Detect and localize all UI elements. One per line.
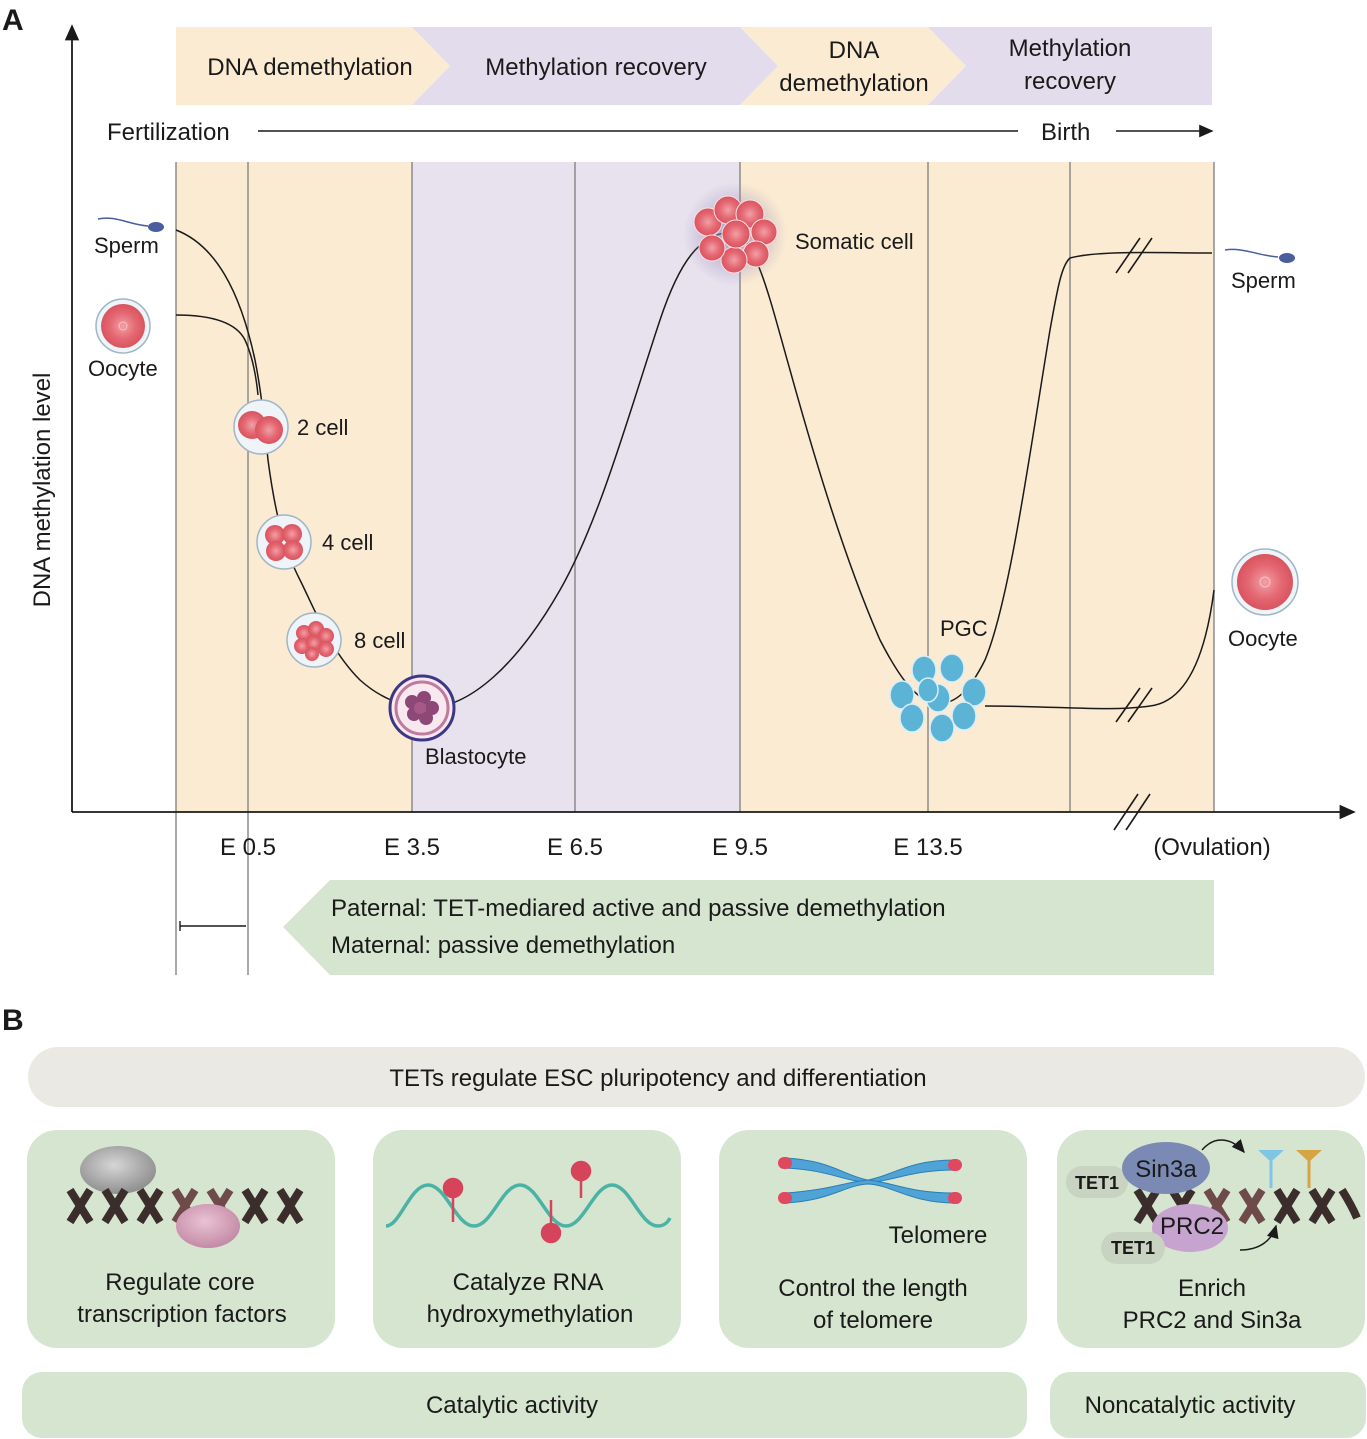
panel-b-header-bar <box>28 1047 1365 1107</box>
prc2-label: PRC2 <box>1160 1213 1224 1240</box>
box1-line1: Regulate core <box>105 1269 254 1296</box>
box2-line2: hydroxymethylation <box>427 1301 634 1328</box>
sin3a-arrow-icon <box>1201 1138 1245 1154</box>
blastocyte-icon <box>388 674 456 742</box>
tet1-bottom-label: TET1 <box>1111 1238 1155 1258</box>
cell2-label: 2 cell <box>297 415 348 440</box>
noncatalytic-label: Noncatalytic activity <box>1085 1392 1296 1419</box>
sperm-right-label: Sperm <box>1231 268 1296 293</box>
panel-b-label: B <box>2 1004 24 1037</box>
sin3a-label: Sin3a <box>1135 1156 1197 1183</box>
y-axis-label: DNA methylation level <box>29 373 56 608</box>
cell8-label: 8 cell <box>354 628 405 653</box>
phase-demethylation-2 <box>740 27 966 105</box>
cell2-icon <box>233 399 289 455</box>
tick-e35: E 3.5 <box>384 834 440 861</box>
phase-label-4a: Methylation <box>1009 35 1132 62</box>
tet1-top-label: TET1 <box>1075 1173 1119 1193</box>
prc2-protein-icon <box>1152 1204 1228 1252</box>
tick-e95: E 9.5 <box>712 834 768 861</box>
oocyte-right-label: Oocyte <box>1228 626 1298 651</box>
axis-breaks <box>1113 237 1153 831</box>
band-demethylation-2 <box>740 162 1214 812</box>
oocyte-left-label: Oocyte <box>88 356 158 381</box>
phase-label-4b: recovery <box>1024 68 1116 95</box>
cell4-icon <box>256 514 312 570</box>
sperm-right-icon <box>1224 248 1295 263</box>
box1-line2: transcription factors <box>77 1301 286 1328</box>
protein-grey-icon <box>80 1146 156 1194</box>
curve-pgc-oocyte <box>984 589 1215 710</box>
curve-maternal <box>175 314 259 396</box>
telomere-cap-icon <box>778 1192 792 1204</box>
box4-line2: PRC2 and Sin3a <box>1123 1307 1302 1334</box>
x-ticks: E 0.5 E 3.5 E 6.5 E 9.5 E 13.5 (Ovulatio… <box>220 834 1271 861</box>
note-paternal: Paternal: TET-mediared active and passiv… <box>331 895 946 922</box>
pgc-icon <box>889 653 987 743</box>
box4-line1: Enrich <box>1178 1275 1246 1302</box>
noncatalytic-bar <box>1050 1372 1366 1438</box>
histone-mark-icon <box>1258 1150 1322 1188</box>
telomere-cap-icon <box>778 1157 792 1169</box>
tick-e135: E 13.5 <box>893 834 962 861</box>
somatic-cell-label: Somatic cell <box>795 229 914 254</box>
tick-e65: E 6.5 <box>547 834 603 861</box>
demethylation-note: Paternal: TET-mediared active and passiv… <box>179 880 1214 975</box>
somatic-cell-icon <box>683 182 787 286</box>
phase-label-2: Methylation recovery <box>485 54 706 81</box>
phase-recovery-2 <box>928 27 1212 105</box>
phase-demethylation-1 <box>176 27 450 105</box>
tick-e05: E 0.5 <box>220 834 276 861</box>
box-prc2-sin3a: TET1 Sin3a PRC2 TET1 Enrich PRC2 and Sin… <box>1057 1130 1365 1348</box>
box-rna: Catalyze RNA hydroxymethylation <box>373 1130 681 1348</box>
chromosome-icon <box>778 1157 962 1204</box>
telomere-tag: Telomere <box>889 1222 988 1249</box>
telomere-cap-icon <box>948 1159 962 1171</box>
box3-line2: of telomere <box>813 1307 933 1334</box>
phase-label-3b: demethylation <box>779 70 928 97</box>
phase-banner: DNA demethylation Methylation recovery D… <box>176 27 1212 105</box>
sperm-left-label: Sperm <box>94 233 159 258</box>
box3-line1: Control the length <box>778 1275 967 1302</box>
dna-helix-icon <box>66 1187 304 1225</box>
note-maternal: Maternal: passive demethylation <box>331 932 675 959</box>
protein-pink-icon <box>176 1204 240 1248</box>
prc2-arrow-icon <box>1239 1224 1279 1251</box>
sperm-left-icon <box>97 217 164 232</box>
panel-a-label: A <box>2 4 24 37</box>
sin3a-protein-icon <box>1122 1142 1210 1194</box>
box2-line1: Catalyze RNA <box>453 1269 604 1296</box>
rna-strand-icon <box>385 1183 672 1228</box>
note-arrow-shape <box>283 880 1214 975</box>
tet1-top-pill <box>1066 1166 1128 1198</box>
phase-label-3a: DNA <box>829 37 880 64</box>
box-telomere: Telomere Control the length of telomere <box>719 1130 1027 1348</box>
catalytic-bar <box>22 1372 1027 1438</box>
pgc-label: PGC <box>940 616 988 641</box>
band-demethylation-1 <box>176 162 412 812</box>
cell4-label: 4 cell <box>322 530 373 555</box>
phase-recovery-1 <box>412 27 778 105</box>
box-core-tf: Regulate core transcription factors <box>27 1130 335 1348</box>
tet1-bottom-pill <box>1101 1232 1165 1264</box>
band-recovery-1 <box>412 162 740 812</box>
cell8-icon <box>286 612 342 668</box>
phase-label-1: DNA demethylation <box>207 54 412 81</box>
panel-b-header: TETs regulate ESC pluripotency and diffe… <box>389 1065 926 1092</box>
dna-helix-icon <box>1133 1187 1361 1225</box>
timeline-birth: Birth <box>1041 119 1090 146</box>
catalytic-label: Catalytic activity <box>426 1392 598 1419</box>
telomere-cap-icon <box>948 1192 962 1204</box>
tick-ovulation: (Ovulation) <box>1153 834 1270 861</box>
blastocyte-label: Blastocyte <box>425 744 527 769</box>
oocyte-left-icon <box>95 298 151 354</box>
oocyte-right-icon <box>1231 548 1299 616</box>
hydroxymethyl-marks-icon <box>442 1160 592 1244</box>
timeline-fertilization: Fertilization <box>107 119 230 146</box>
